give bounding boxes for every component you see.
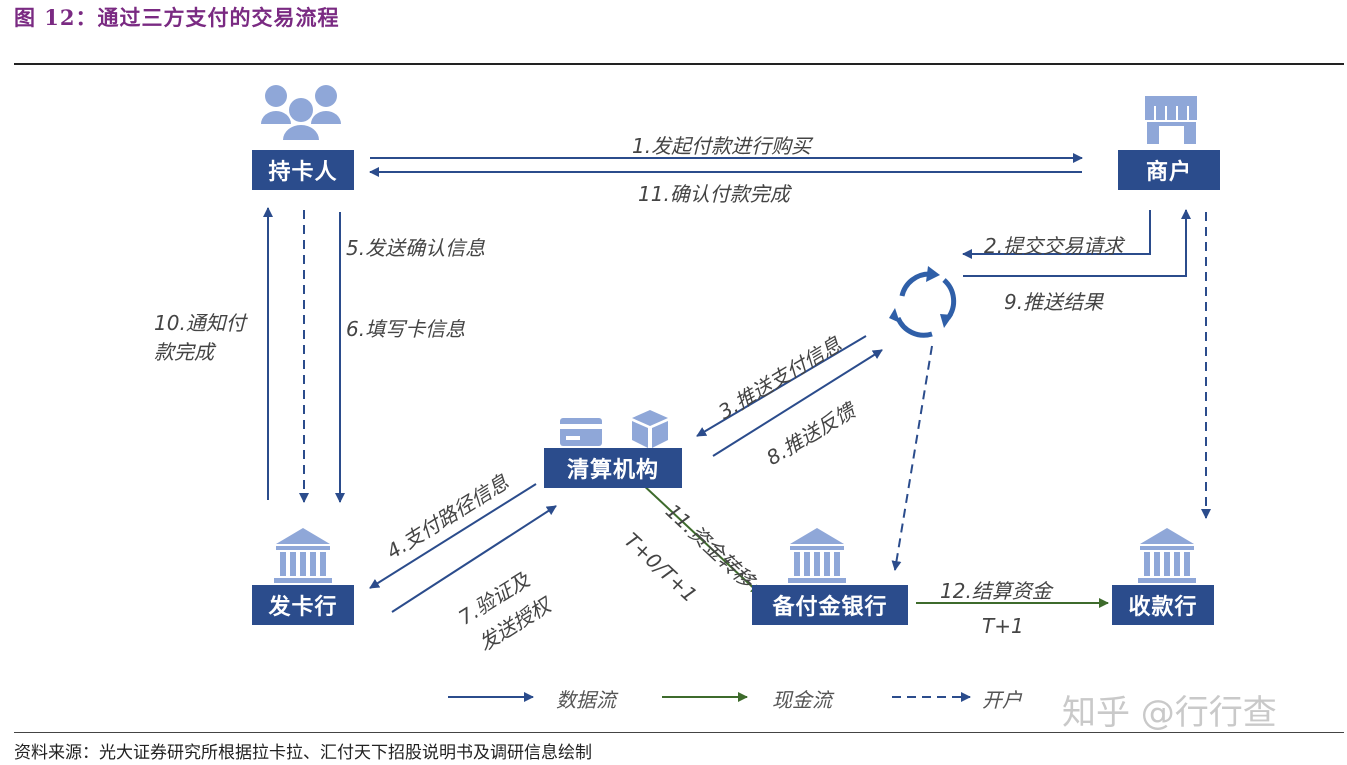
flow-label-11-confirm: 11.确认付款完成	[638, 182, 790, 206]
bank-icon-acquirer	[1138, 528, 1196, 583]
cycle-icon	[895, 271, 957, 338]
card-icon	[560, 418, 602, 446]
package-icon	[632, 410, 668, 448]
merchant-node: 商户	[1118, 150, 1220, 190]
top-rule	[14, 63, 1344, 65]
acquiring-bank-node: 收款行	[1112, 585, 1214, 625]
legend-data-flow: 数据流	[556, 688, 616, 712]
store-icon	[1145, 96, 1197, 144]
bottom-rule	[14, 732, 1344, 733]
people-icon	[261, 85, 341, 140]
bank-icon-issuer	[274, 528, 332, 583]
flow-label-12: 12.结算资金	[940, 579, 1052, 603]
flow-label-2: 2.提交交易请求	[984, 234, 1124, 258]
flow-label-9: 9.推送结果	[1004, 290, 1104, 314]
figure-title: 图 12：通过三方支付的交易流程	[14, 5, 340, 30]
clearing-institution-node: 清算机构	[544, 448, 682, 488]
flow-label-1: 1.发起付款进行购买	[632, 134, 812, 158]
issuing-bank-node: 发卡行	[252, 585, 354, 625]
flow-label-10-line2: 款完成	[154, 340, 214, 364]
watermark: 知乎 @行行查	[1062, 693, 1277, 733]
legend-account-opening: 开户	[982, 688, 1022, 712]
bank-icon-reserve	[788, 528, 846, 583]
flow-label-5: 5.发送确认信息	[346, 236, 486, 260]
cardholder-node: 持卡人	[252, 150, 354, 190]
settlement-t1-label: T+1	[982, 614, 1024, 638]
source-note: 资料来源：光大证券研究所根据拉卡拉、汇付天下招股说明书及调研信息绘制	[14, 743, 592, 763]
reserve-bank-node: 备付金银行	[752, 585, 908, 625]
flow-label-6: 6.填写卡信息	[346, 317, 466, 341]
legend-cash-flow: 现金流	[772, 688, 832, 712]
flow-label-10-line1: 10.通知付	[154, 311, 246, 335]
